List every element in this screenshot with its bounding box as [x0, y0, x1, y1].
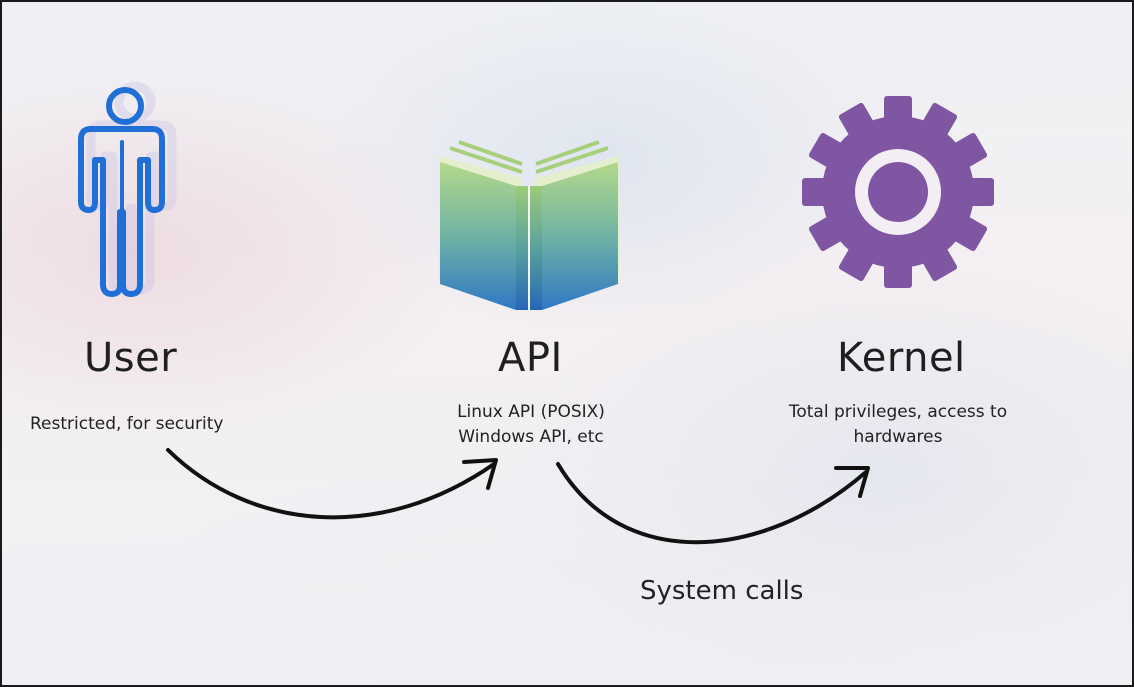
node-title-user: User — [84, 335, 178, 381]
node-title-api: API — [498, 335, 563, 381]
node-description-api: Linux API (POSIX) Windows API, etc — [457, 402, 605, 447]
arrow-user-to-api — [166, 448, 498, 520]
arrow-api-to-kernel — [556, 462, 870, 545]
open-book-icon — [439, 140, 619, 310]
node-description-user: Restricted, for security — [30, 414, 224, 434]
node-description-kernel: Total privileges, access to hardwares — [788, 402, 1008, 447]
node-title-kernel: Kernel — [837, 335, 966, 381]
edge-label-system-calls: System calls — [640, 576, 804, 606]
person-icon — [78, 81, 177, 297]
gear-icon — [802, 96, 994, 288]
